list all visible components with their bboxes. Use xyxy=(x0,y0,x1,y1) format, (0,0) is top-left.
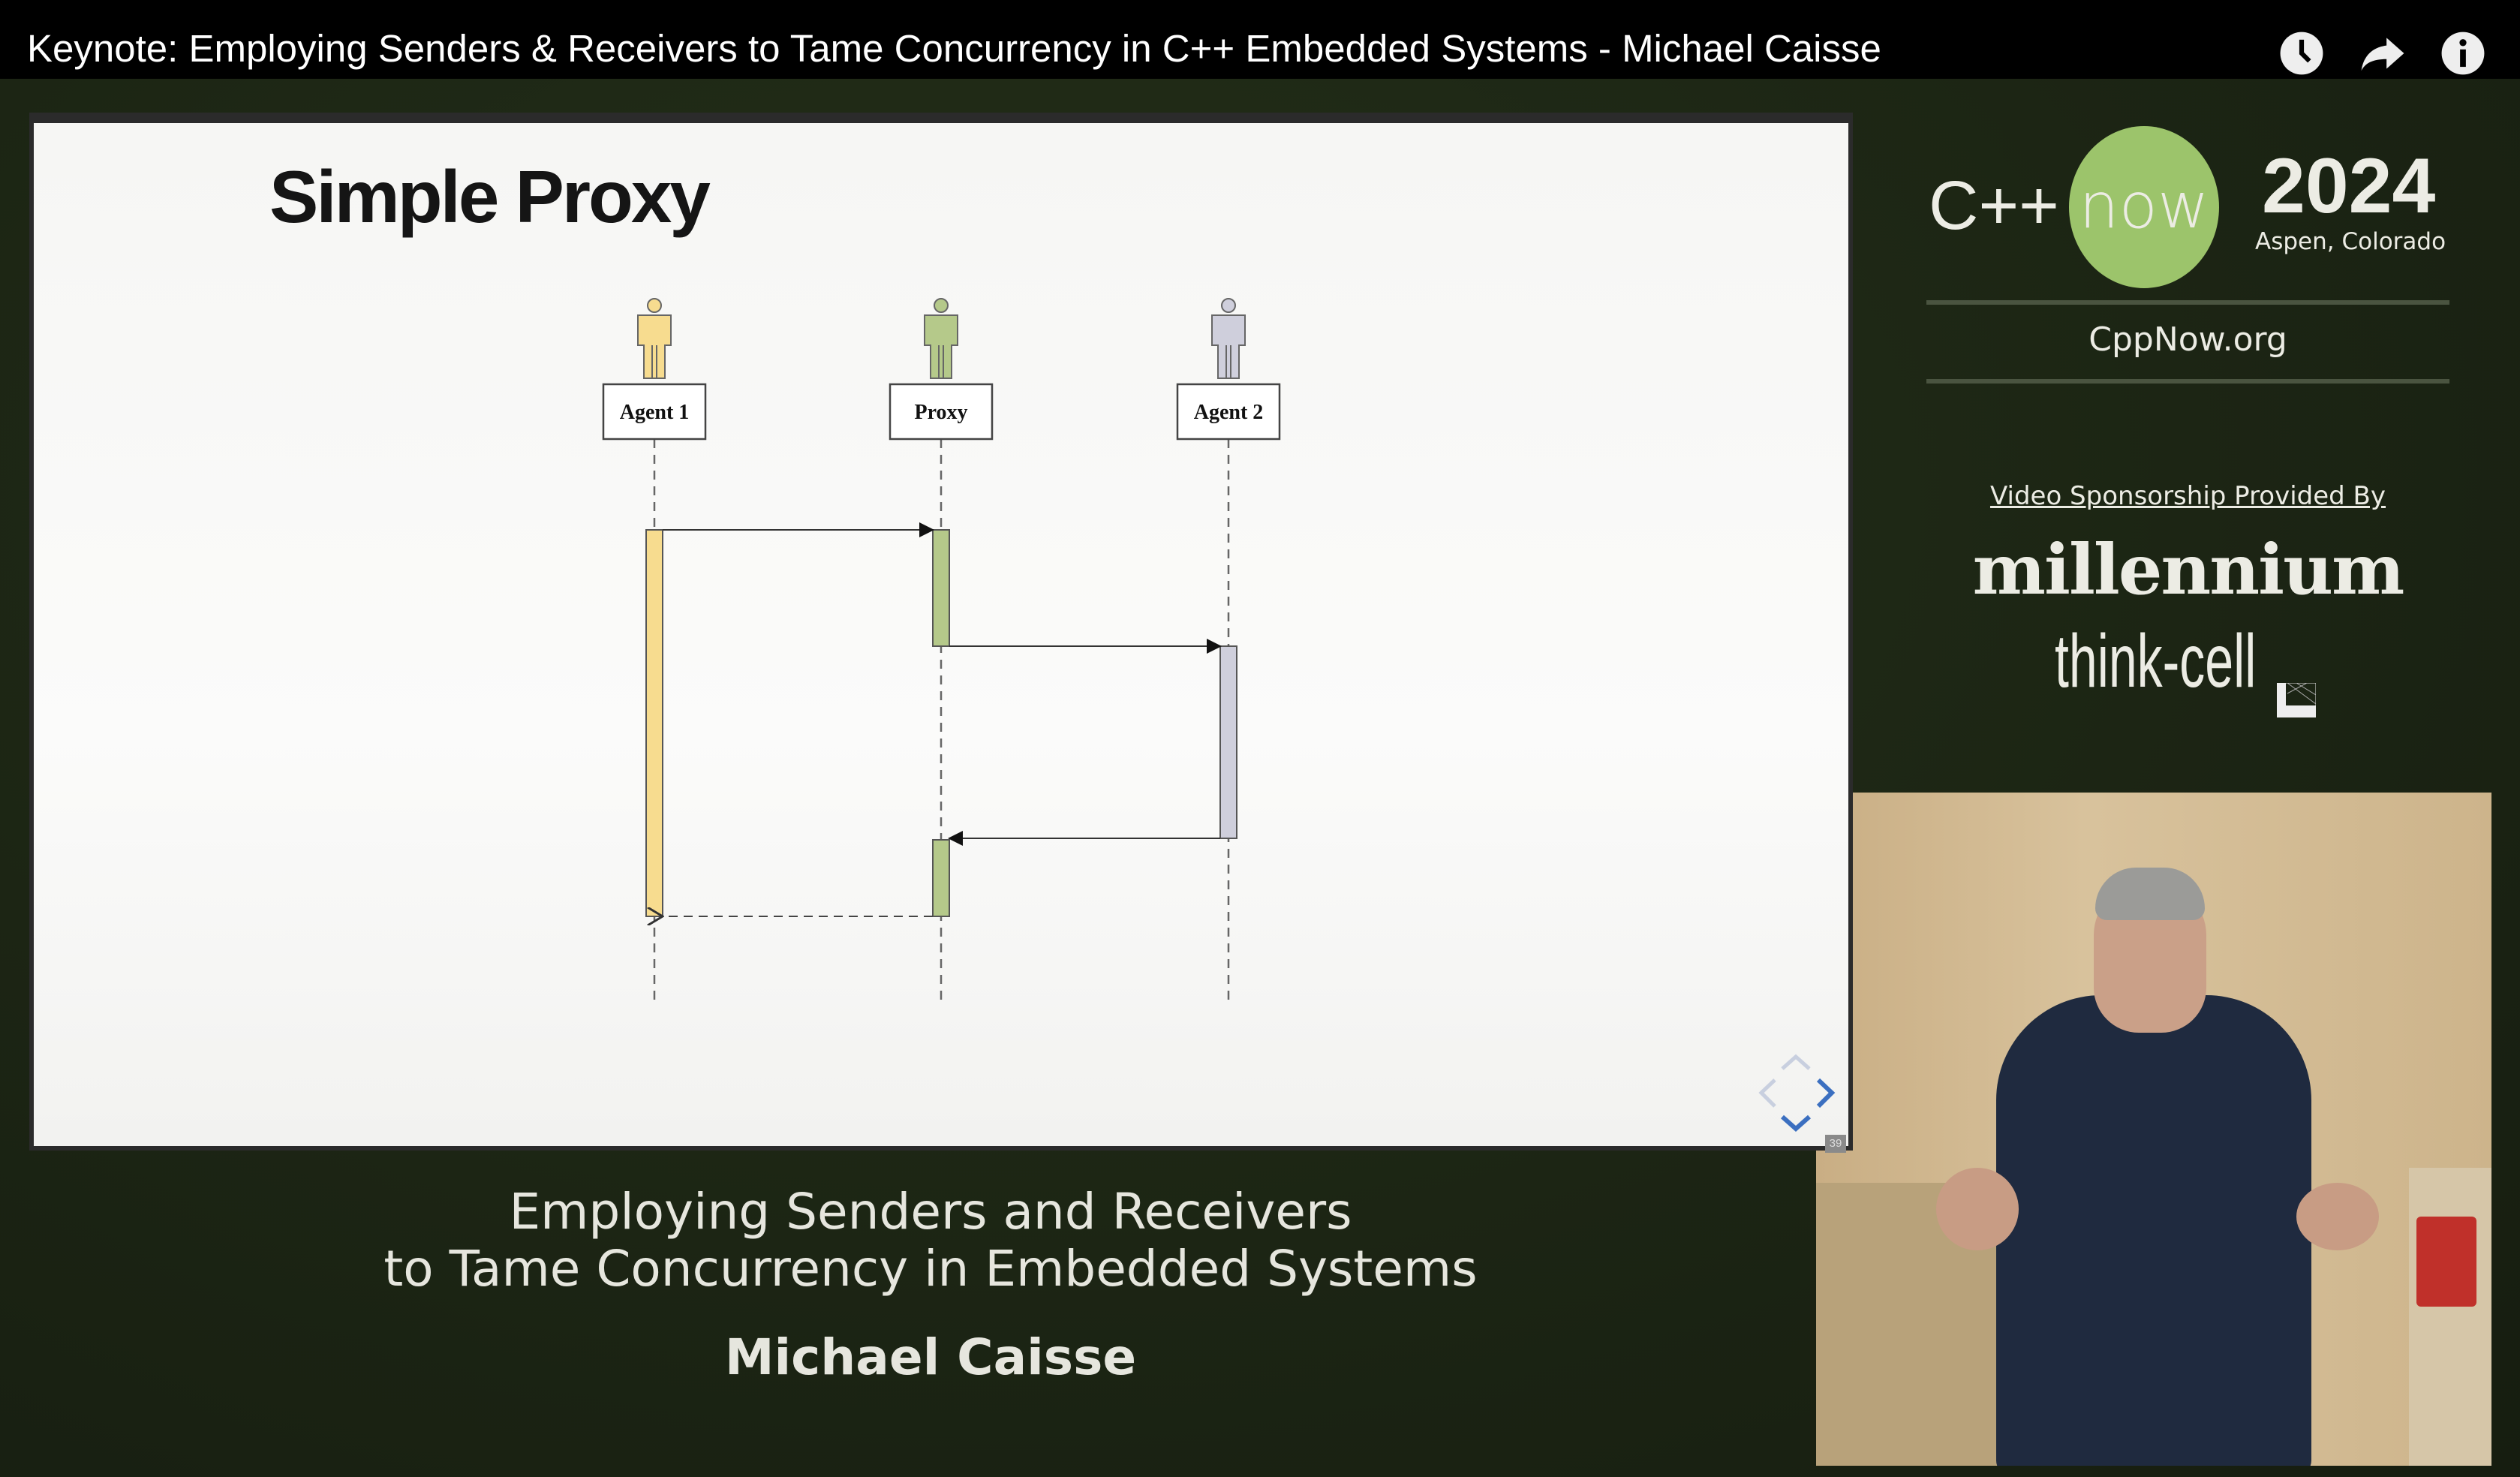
conference-year: 2024 xyxy=(2262,143,2436,230)
conference-logo-now: now xyxy=(2079,169,2209,242)
think-cell-logo-icon xyxy=(2277,683,2316,717)
slide-navigation-control[interactable] xyxy=(1752,1046,1842,1136)
nav-right-icon xyxy=(1816,1078,1836,1109)
speaker-hand-right xyxy=(2296,1183,2379,1250)
conference-website[interactable]: CppNow.org xyxy=(2088,320,2287,359)
activation-bar xyxy=(932,529,950,647)
speaker-hair xyxy=(2095,868,2205,920)
conference-logo-circle xyxy=(2069,126,2219,288)
slide-page-number: 39 xyxy=(1825,1135,1846,1153)
sponsor-heading: Video Sponsorship Provided By xyxy=(1989,481,2386,511)
video-title-bar: Keynote: Employing Senders & Receivers t… xyxy=(0,0,2520,79)
nav-left-icon xyxy=(1758,1078,1776,1108)
participant-box xyxy=(889,383,994,441)
talk-title-line-1: Employing Senders and Receivers xyxy=(509,1183,1352,1241)
activation-bar xyxy=(932,839,950,917)
actor-icon xyxy=(1211,314,1246,379)
participant-box xyxy=(602,383,707,441)
video-title: Keynote: Employing Senders & Receivers t… xyxy=(27,27,1881,70)
slide-title: Simple Proxy xyxy=(269,155,711,238)
nav-down-icon xyxy=(1781,1115,1811,1133)
divider xyxy=(1926,300,2449,305)
speaker-shirt xyxy=(1996,995,2311,1466)
actor-head-icon xyxy=(1221,298,1236,313)
conference-logo-prefix: C++ xyxy=(1929,167,2059,244)
actor-icon xyxy=(637,314,672,379)
clock-icon[interactable] xyxy=(2278,30,2325,77)
actor-icon xyxy=(924,314,958,379)
actor-head-icon xyxy=(934,298,949,313)
info-icon[interactable] xyxy=(2440,30,2486,77)
speaker-camera-feed xyxy=(1816,793,2491,1466)
participant-label: Agent 1 xyxy=(620,401,690,424)
divider xyxy=(1926,379,2449,384)
activation-bar xyxy=(645,529,663,917)
speaker-hand-left xyxy=(1936,1168,2019,1250)
sponsor-think-cell-logo: think-cell xyxy=(2055,619,2257,703)
presentation-slide: Simple Proxy Agent 1 Proxy Agent 2 39 xyxy=(29,113,1853,1153)
participant-label: Agent 2 xyxy=(1194,401,1264,424)
fire-alarm xyxy=(2416,1217,2476,1307)
nav-up-icon xyxy=(1781,1054,1811,1070)
participant-box xyxy=(1176,383,1281,441)
speaker-name: Michael Caisse xyxy=(724,1328,1137,1386)
actor-head-icon xyxy=(647,298,662,313)
conference-location: Aspen, Colorado xyxy=(2255,228,2446,255)
wall-panel xyxy=(2409,1168,2491,1466)
participant-label: Proxy xyxy=(914,401,967,424)
sequence-diagram: Agent 1 Proxy Agent 2 xyxy=(602,298,1281,1005)
share-icon[interactable] xyxy=(2359,30,2406,77)
talk-title-line-2: to Tame Concurrency in Embedded Systems xyxy=(383,1240,1478,1298)
activation-bar xyxy=(1219,645,1237,839)
sponsor-millennium-logo: millennium xyxy=(1972,529,2405,610)
